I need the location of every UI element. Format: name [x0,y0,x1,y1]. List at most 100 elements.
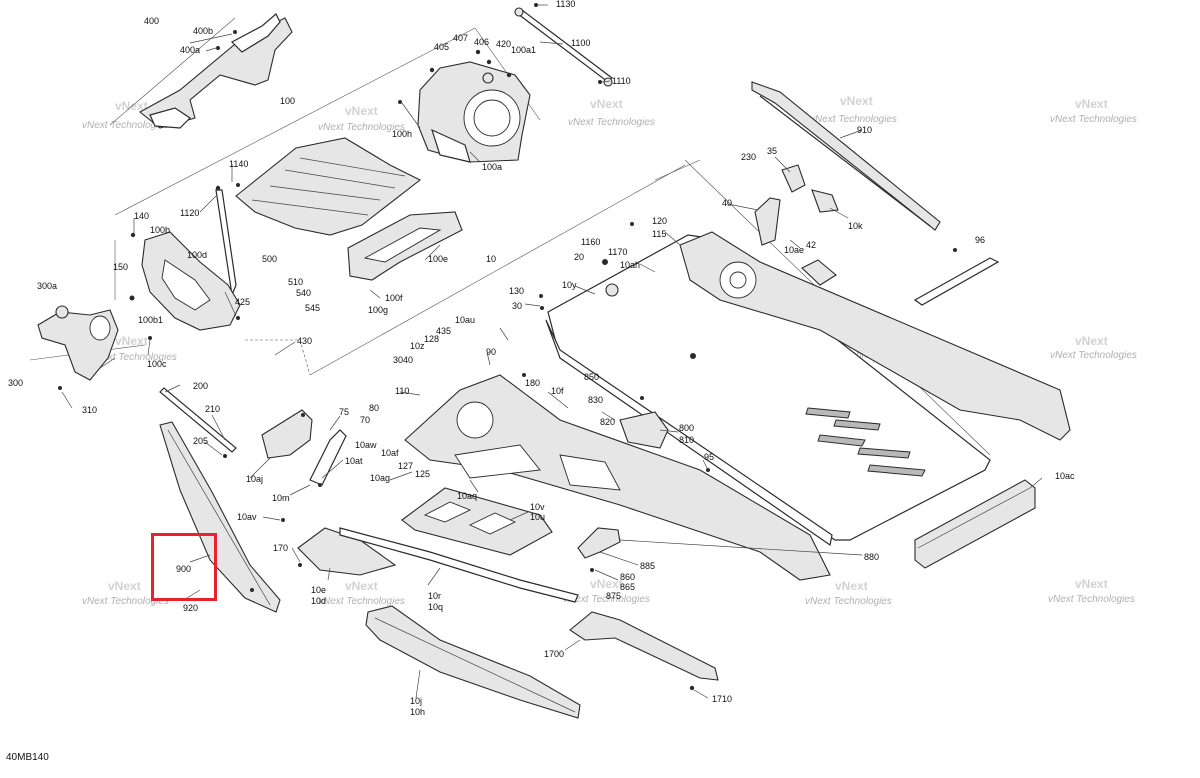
bolt-1160 [630,222,634,226]
watermark: vNext Technologies [563,594,650,605]
part-800-plate [619,396,669,449]
callout-545: 545 [305,303,320,313]
bolt-425 [236,316,240,320]
bracket-400-arm [231,13,281,53]
bolt-406 [486,59,492,65]
callout-860: 860 [620,572,635,582]
bolt-140 [130,232,136,238]
strip-10r [339,527,579,603]
callout-100a: 100a [482,162,502,172]
callout-1120: 1120 [180,208,199,218]
callout-10aw: 10aw [355,440,377,450]
bracket-10ae [801,259,837,286]
bracket-10k [811,189,839,213]
watermark-mark: vNext [115,99,148,113]
cap-1170 [605,283,619,297]
housing-100a-flange [431,128,471,163]
callout-128: 128 [424,334,439,344]
part-200-rod [159,387,237,458]
callout-100g: 100g [368,305,388,315]
part-1700-rail [569,611,719,691]
plug-20 [602,259,608,265]
watermark-mark: vNext [1075,334,1108,348]
watermark-mark: vNext [115,334,148,348]
bolt-1110 [598,80,602,84]
callout-140: 140 [134,211,149,221]
watermark-mark: vNext [835,579,868,593]
callout-435: 435 [436,326,451,336]
watermark-mark: vNext [345,104,378,118]
callout-820: 820 [600,417,615,427]
part-100e-plate [347,211,463,281]
bolt-205 [223,454,227,458]
tunnel-deck-edge [545,319,833,547]
callout-110: 110 [395,386,409,396]
callout-10: 10 [486,254,496,264]
insert-10aq-slot-b [468,512,517,535]
callout-10h: 10h [410,707,425,717]
part-910-bar [751,81,941,231]
callout-510: 510 [288,277,303,287]
plate-10aj [261,409,313,459]
watermark-mark: vNext [1075,577,1108,591]
callout-230: 230 [741,152,756,162]
callout-3040: 3040 [393,355,413,365]
callout-420: 420 [496,39,511,49]
arm-10m [309,429,347,486]
watermark: vNext Technologies [805,596,892,607]
bar-910-edge [759,95,931,227]
callout-10e: 10e [311,585,326,595]
callout-900[interactable]: 900 [176,564,191,574]
tunnel-left-cutout-a [454,444,541,479]
highlight-box-900[interactable] [151,533,217,601]
callout-10y: 10y [562,280,577,290]
hose-880 [577,527,621,559]
callout-115: 115 [652,229,666,239]
callout-96: 96 [975,235,985,245]
callout-310: 310 [82,405,97,415]
part-880-hose [577,527,621,572]
watermark: vNext Technologies [810,114,897,125]
part-lower-pieces [297,527,579,603]
plate-100e-slot [363,227,442,263]
leader-lines [61,4,1043,699]
callout-labels: 400 400b 400a 100 407 406 420 100a1 405 … [8,0,1075,717]
tunnel-right-side [679,231,1071,441]
tunnel-left-cutout-b [559,454,621,491]
callout-75: 75 [339,407,349,417]
bolt-407 [475,49,481,55]
callout-100a1: 100a1 [511,45,536,55]
bracket-100b-cutout [161,259,211,311]
rod-1120 [215,189,237,298]
callout-875: 875 [606,591,621,601]
plug-10y [690,353,696,359]
callout-830: 830 [588,395,603,405]
bracket-40 [754,197,781,246]
callout-10j: 10j [410,696,422,706]
callout-1110: 1110 [612,76,631,86]
part-10-tunnel [404,222,1071,581]
bolt-170 [298,563,302,567]
callout-180: 180 [525,378,540,388]
bolt-96 [953,248,957,252]
watermark-mark: vNext [345,579,378,593]
watermark: vNext Technologies [318,122,405,133]
callout-205: 205 [193,436,208,446]
part-1120-rod [215,183,240,298]
callout-30: 30 [512,301,522,311]
bracket-35 [781,164,806,193]
watermark: vNext Technologies [568,117,655,128]
callout-35: 35 [767,146,777,156]
callout-70: 70 [360,415,370,425]
watermark: vNext Technologies [82,120,169,131]
tunnel-left-bore [456,401,494,439]
callout-885: 885 [640,561,655,571]
watermark-mark: vNext [840,94,873,108]
callout-300: 300 [8,378,23,388]
callout-400: 400 [144,16,159,26]
callout-10ah: 10ah [620,260,640,270]
part-10ac-crossbar [914,479,1036,569]
callout-1160: 1160 [581,237,600,247]
deck-slot-2 [833,419,881,431]
